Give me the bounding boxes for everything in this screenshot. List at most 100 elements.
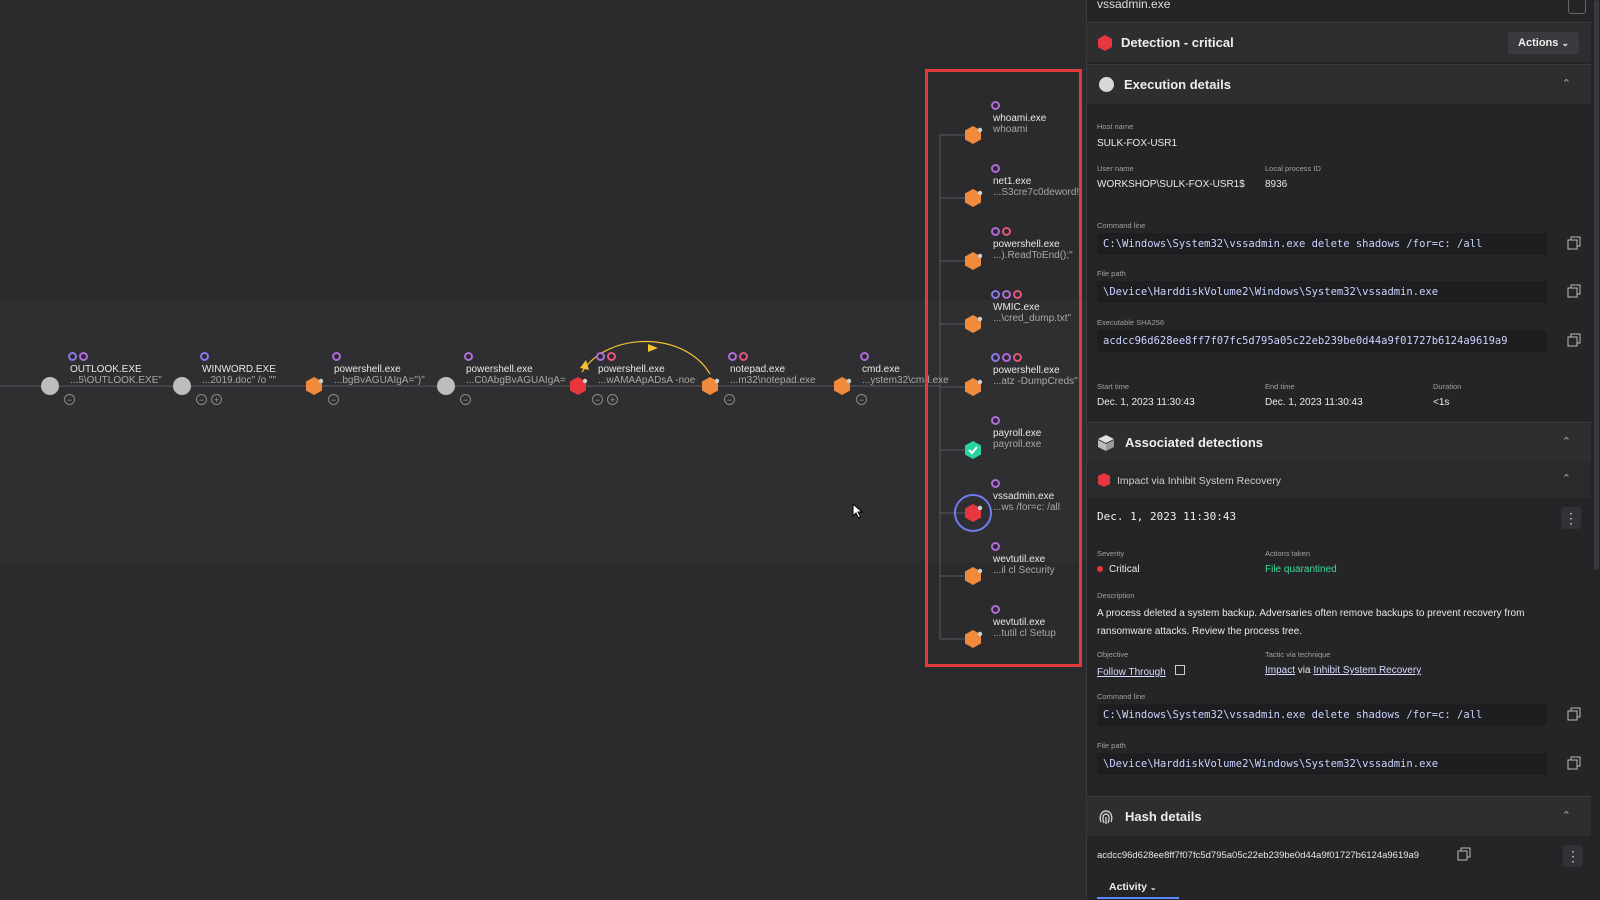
selected-ring	[954, 494, 992, 532]
indicator-dots	[991, 164, 1000, 173]
process-label: vssadmin.exe...ws /for=c: /all	[993, 491, 1060, 513]
expand-icon[interactable]: +	[211, 394, 222, 405]
indicator-dot-icon	[991, 605, 1000, 614]
indicator-dot-icon	[991, 416, 1000, 425]
copy-icon[interactable]	[1567, 707, 1581, 721]
process-command: ...wAMAApADsA -noe	[598, 375, 696, 386]
indicator-dots	[68, 352, 88, 361]
process-circle-icon	[173, 377, 191, 395]
relationship-arc	[581, 340, 711, 375]
duration-label: Duration	[1433, 382, 1462, 391]
process-command: ...ystem32\cmd.exe	[862, 375, 949, 386]
objective-value: Follow Through	[1097, 665, 1185, 678]
chevron-up-icon[interactable]: ⌃	[1561, 473, 1571, 485]
host-name-label: Host name	[1097, 122, 1134, 131]
tab-activity-label: Activity	[1109, 881, 1147, 893]
process-label: cmd.exe...ystem32\cmd.exe	[862, 364, 949, 386]
tab-underline	[1097, 897, 1179, 899]
arrowhead-icon	[580, 360, 589, 370]
execution-details-header[interactable]: Execution details ⌃	[1087, 64, 1591, 104]
pid-label: Local process ID	[1265, 164, 1321, 173]
command-line-value: C:\Windows\System32\vssadmin.exe delete …	[1097, 233, 1547, 255]
critical-hex-icon	[965, 504, 983, 522]
copy-icon[interactable]	[1567, 236, 1581, 250]
node-controls: −	[64, 394, 75, 405]
actions-button[interactable]: Actions ⌄	[1508, 32, 1579, 54]
process-name: wevtutil.exe	[993, 617, 1046, 628]
process-name: WINWORD.EXE	[202, 364, 276, 375]
copy-icon[interactable]	[1567, 284, 1581, 298]
copy-icon[interactable]	[1567, 756, 1581, 770]
process-command: ...atz -DumpCreds"	[993, 376, 1078, 387]
indicator-dots	[464, 352, 473, 361]
indicator-dot-icon	[464, 352, 473, 361]
popout-icon[interactable]	[1568, 0, 1586, 14]
indicator-dot-icon	[1013, 290, 1022, 299]
check-hex-icon	[965, 441, 981, 459]
actions-label: Actions	[1518, 37, 1559, 49]
process-name: net1.exe	[993, 176, 1032, 187]
more-options-button[interactable]: ⋮	[1563, 845, 1583, 867]
process-command: ...5\OUTLOOK.EXE"	[70, 375, 162, 386]
hash-details-header[interactable]: Hash details ⌃	[1087, 796, 1591, 836]
severity-label: Severity	[1097, 549, 1125, 558]
associated-detections-header[interactable]: Associated detections ⌃	[1087, 422, 1591, 462]
process-label: powershell.exe...C0AbgBvAGUAIgA=	[466, 364, 566, 386]
objective-label: Objective	[1097, 650, 1129, 659]
collapse-icon[interactable]: −	[592, 394, 603, 405]
indicator-dots	[596, 352, 616, 361]
indicator-dot-icon	[991, 542, 1000, 551]
start-time-value: Dec. 1, 2023 11:30:43	[1097, 397, 1195, 408]
tactic-value: Impact via Inhibit System Recovery	[1265, 665, 1421, 676]
copy-icon[interactable]	[1457, 847, 1471, 861]
tactic-via: via	[1297, 665, 1311, 676]
collapse-icon[interactable]: −	[196, 394, 207, 405]
detection-item-title: Impact via Inhibit System Recovery	[1117, 475, 1281, 487]
objective-link[interactable]: Follow Through	[1097, 667, 1166, 678]
technique-link[interactable]: Inhibit System Recovery	[1313, 665, 1422, 676]
process-name: OUTLOOK.EXE	[70, 364, 142, 375]
process-tree-graph[interactable]: XEOUTLOOK.EXE...5\OUTLOOK.EXE"−WINWORD.E…	[0, 0, 1086, 900]
more-options-button[interactable]: ⋮	[1561, 507, 1581, 529]
collapse-icon[interactable]: −	[64, 394, 75, 405]
tab-activity[interactable]: Activity ⌄	[1097, 881, 1179, 899]
panel-scrollbar[interactable]	[1594, 0, 1599, 570]
process-label: powershell.exe...wAMAApADsA -noe	[598, 364, 695, 386]
tactic-link[interactable]: Impact	[1265, 665, 1296, 676]
command-line-value: C:\Windows\System32\vssadmin.exe delete …	[1097, 704, 1547, 726]
detection-item-header[interactable]: Impact via Inhibit System Recovery ⌃	[1087, 462, 1591, 498]
start-time-label: Start time	[1097, 382, 1130, 391]
process-label: wevtutil.exe...tutil cl Setup	[993, 617, 1056, 639]
process-label: WINWORD.EXE...2019.doc" /o ""	[202, 364, 276, 386]
critical-hex-icon	[1098, 473, 1110, 487]
indicator-dots	[991, 416, 1000, 425]
collapse-icon[interactable]: −	[724, 394, 735, 405]
detection-hex-icon	[306, 377, 324, 395]
process-name: wevtutil.exe	[993, 554, 1046, 565]
chevron-up-icon[interactable]: ⌃	[1561, 78, 1571, 90]
indicator-dot-icon	[1013, 353, 1022, 362]
process-command: ...ws /for=c: /all	[993, 502, 1060, 513]
external-link-icon[interactable]	[1174, 665, 1185, 675]
copy-icon[interactable]	[1567, 333, 1581, 347]
process-name: whoami.exe	[993, 113, 1047, 124]
expand-icon[interactable]: +	[607, 394, 618, 405]
indicator-dot-icon	[991, 479, 1000, 488]
collapse-icon[interactable]: −	[328, 394, 339, 405]
detection-hex-icon	[834, 377, 852, 395]
collapse-icon[interactable]: −	[460, 394, 471, 405]
process-command: ...il cl Security	[993, 565, 1055, 576]
description-text: A process deleted a system backup. Adver…	[1097, 608, 1525, 637]
detection-hex-icon	[965, 567, 983, 585]
pid-value: 8936	[1265, 179, 1288, 190]
chevron-up-icon[interactable]: ⌃	[1561, 436, 1571, 448]
process-command: ...2019.doc" /o ""	[202, 375, 277, 386]
process-name: powershell.exe	[466, 364, 533, 375]
node-controls: −+	[592, 394, 618, 405]
chevron-up-icon[interactable]: ⌃	[1561, 810, 1571, 822]
indicator-dot-icon	[79, 352, 88, 361]
highlight-box	[925, 69, 1082, 667]
indicator-dot-icon	[991, 353, 1000, 362]
indicator-dot-icon	[596, 352, 605, 361]
collapse-icon[interactable]: −	[856, 394, 867, 405]
